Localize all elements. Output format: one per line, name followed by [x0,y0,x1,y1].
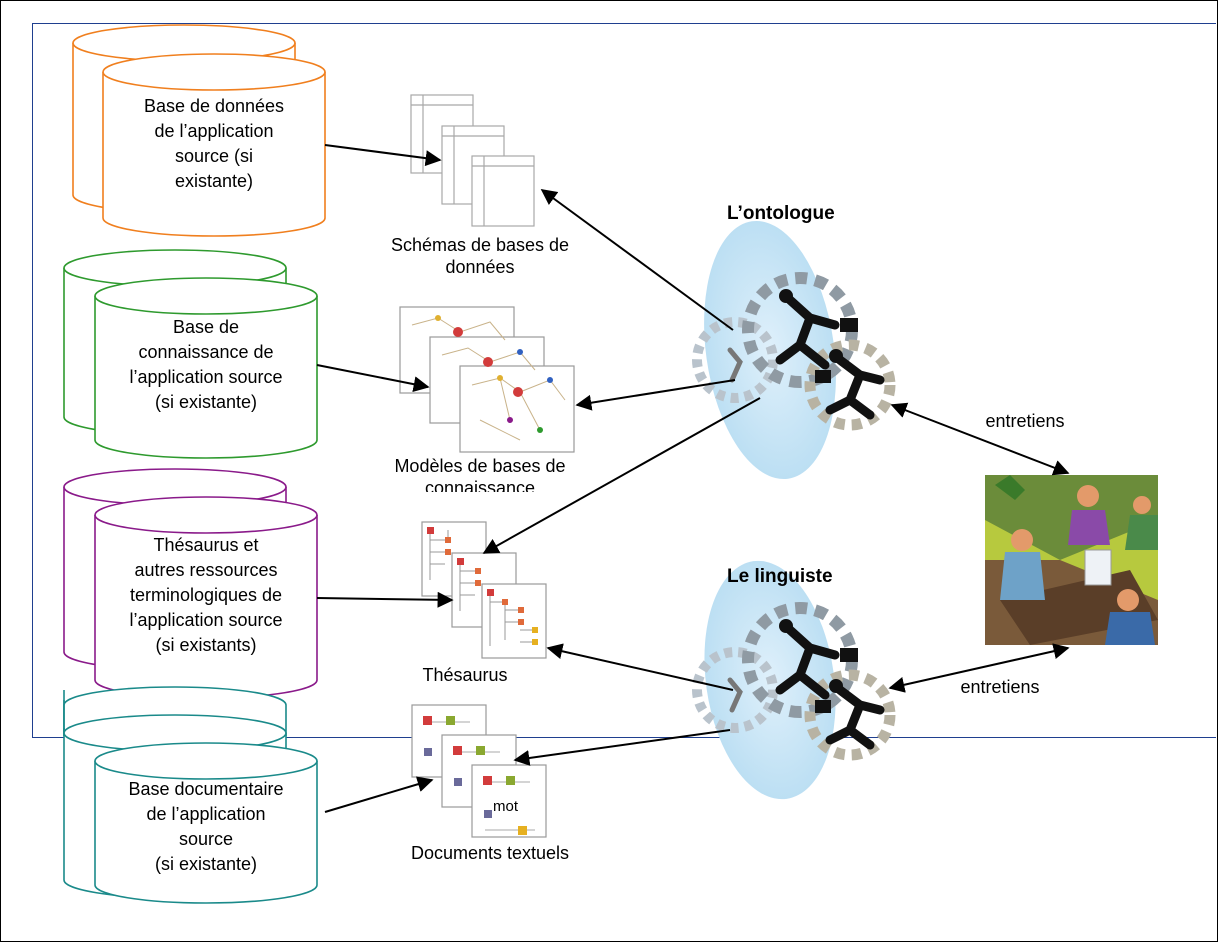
arrow-kb-to-model [316,364,430,393]
thesaurus-label: Thésaurus [422,665,508,685]
cylinder-knowledge-base [63,249,318,459]
arrow-docbase-to-documents [324,776,434,813]
cylinder-thesaurus-resources [63,468,318,699]
interviews-bottom-label: entretiens [960,677,1040,697]
arrow-ontologist-to-schema [540,189,734,331]
models-label: Modèles de bases de connaissance [394,456,566,492]
arrow-linguist-to-thesaurus [546,643,734,691]
linguist-icon [692,560,896,800]
ontologist-icon [692,220,896,480]
arrow-linguist-to-documents [513,729,731,766]
arrow-db-to-schema [324,144,442,167]
arrow-interviews-linguist [888,643,1070,693]
schemas-label: Schémas de bases de données [390,235,570,277]
knowledge-model-icon [399,306,575,453]
arrow-ontologist-to-thesaurus [482,397,761,554]
cylinder-document-base-final [63,714,318,904]
linguist-label: Le linguiste [727,566,833,587]
diagram-frame [32,23,1216,738]
documents-label: Documents textuels [410,843,570,863]
interviews-top-label: entretiens [985,411,1065,431]
thesaurus-icon [421,521,547,659]
schema-icon [410,94,535,227]
cylinder-database [72,24,326,237]
documents-icon [411,704,547,838]
arrows [316,144,1070,813]
doc-word: mot [493,798,519,815]
meeting-picture [985,475,1158,645]
arrow-thesaurus-source-to-thesaurus [316,591,454,608]
source-thesaurus-label: Thésaurus et autres ressources terminolo… [129,535,283,655]
source-database-label: Base de données de l’application source … [143,96,285,191]
source-document-base-label: Base documentaire de l’application sourc… [128,779,284,874]
arrow-interviews-ontologist [890,402,1070,476]
source-knowledge-base-label: Base de connaissance de l’application so… [129,317,283,412]
arrow-ontologist-to-model [575,379,736,411]
ontologist-label: L’ontologue [727,203,835,224]
